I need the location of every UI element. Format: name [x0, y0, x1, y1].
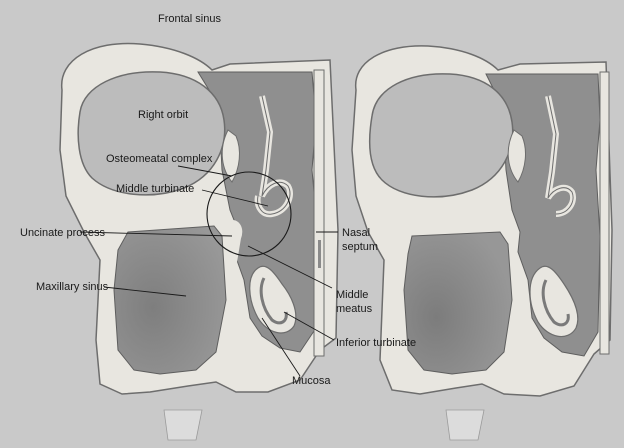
label-middle-meatus-line1: Middle: [336, 289, 368, 301]
label-nasal-septum-line2: septum: [342, 241, 378, 253]
right-septum-bar: [600, 72, 609, 354]
label-uncinate-process: Uncinate process: [20, 227, 105, 239]
label-maxillary-sinus: Maxillary sinus: [36, 281, 109, 293]
left-orbit: [78, 72, 224, 195]
label-middle-turbinate: Middle turbinate: [116, 183, 194, 195]
label-nasal-septum-line1: Nasal: [342, 227, 370, 239]
right-sinus-section: [352, 46, 612, 440]
left-septum-slot: [318, 240, 321, 268]
label-right-orbit: Right orbit: [138, 109, 188, 121]
label-middle-meatus-line2: meatus: [336, 303, 373, 315]
left-teeth: [164, 410, 202, 440]
label-inferior-turbinate: Inferior turbinate: [336, 337, 416, 349]
left-maxillary-cavity: [114, 226, 226, 374]
label-frontal-sinus: Frontal sinus: [158, 13, 221, 25]
right-teeth: [446, 410, 484, 440]
label-osteomeatal-complex: Osteomeatal complex: [106, 153, 213, 165]
right-maxillary-cavity: [404, 232, 512, 374]
right-orbit: [370, 74, 513, 197]
label-mucosa: Mucosa: [292, 375, 331, 387]
left-septum-bar: [314, 70, 324, 356]
